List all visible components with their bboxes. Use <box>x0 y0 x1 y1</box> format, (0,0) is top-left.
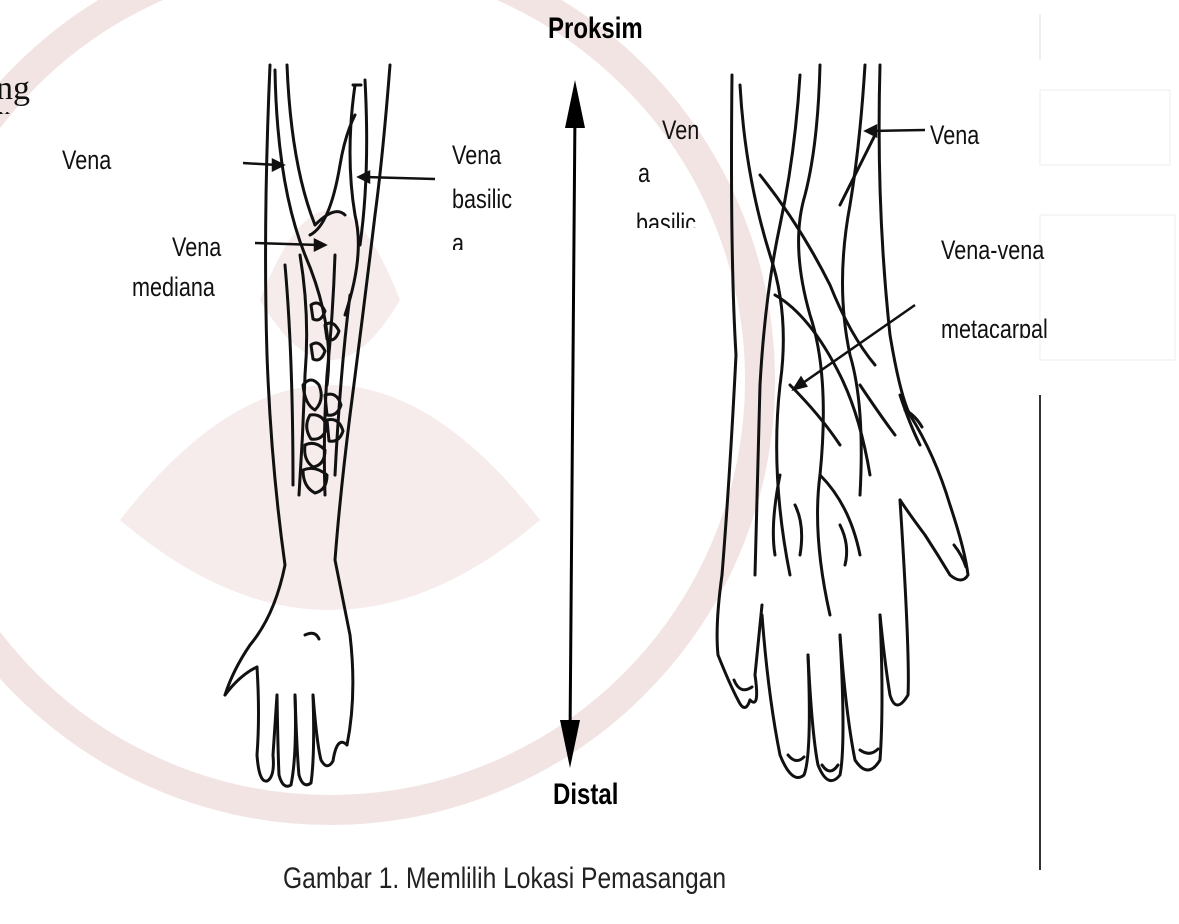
right-vena-basilica-label-line1: Ven <box>662 115 699 145</box>
proximal-distal-arrow <box>555 80 595 770</box>
proksim-label: Proksim <box>548 12 643 46</box>
right-vena-basilica-label-line2: a <box>638 158 650 188</box>
hand-illustration <box>700 55 990 795</box>
right-vena-metacarpal-label-line2: metacarpal <box>941 318 1048 338</box>
figure-caption: Gambar 1. Memlilih Lokasi Pemasangan <box>283 862 726 896</box>
right-vena-metacarpal-label-line1: Vena-vena <box>941 235 1044 265</box>
distal-label: Distal <box>553 778 618 812</box>
left-vena-mediana-label-line2: mediana <box>132 272 215 302</box>
left-vena-cephalica-label: Vena <box>62 145 111 175</box>
forearm-illustration <box>215 55 465 795</box>
text-fragment-cut: n <box>0 112 10 121</box>
left-vena-basilica-label-line2: basilic <box>452 184 512 214</box>
text-fragment: ng <box>0 70 30 108</box>
right-vena-cephalica-label: Vena <box>930 120 979 150</box>
left-vena-basilica-label-line1: Vena <box>452 140 501 170</box>
left-vena-basilica-label-line3: a <box>452 228 464 250</box>
right-vena-basilica-label-line3: basilic <box>636 208 696 228</box>
left-vena-mediana-label-line1: Vena <box>172 232 221 262</box>
